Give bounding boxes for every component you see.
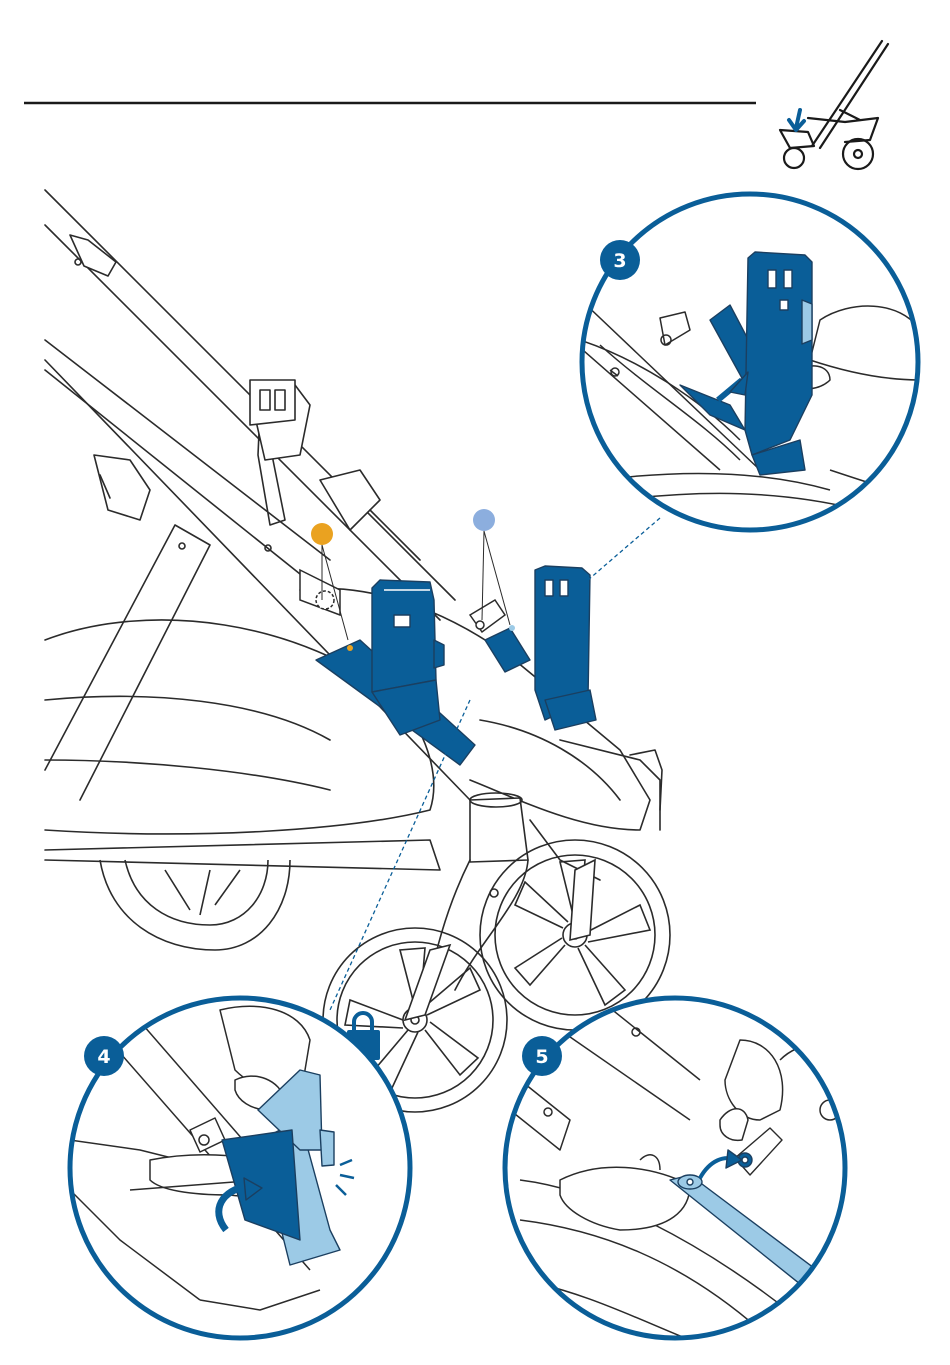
step-5-number: 5 — [535, 1046, 548, 1068]
front-fork — [405, 860, 595, 1020]
right-adapter — [485, 566, 596, 730]
step-4-detail: 4 — [70, 998, 410, 1338]
step-4-number: 4 — [97, 1046, 110, 1068]
stroller-adapter-icon — [780, 41, 888, 169]
step-5-detail: 5 — [505, 998, 845, 1340]
step-3-number: 3 — [613, 250, 626, 272]
step-3-detail: 3 — [560, 194, 920, 530]
rear-wheel — [100, 860, 290, 950]
